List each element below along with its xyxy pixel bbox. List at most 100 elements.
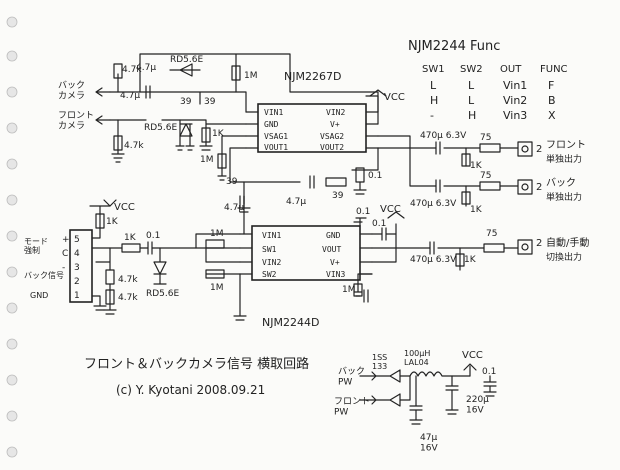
- conn-sig-4: C: [62, 249, 68, 259]
- output-3-num: 2: [536, 238, 542, 249]
- vcc-connector: VCC: [114, 202, 135, 213]
- ic-top-pin-r3: VSAG2: [320, 132, 344, 141]
- output-2-label: バック: [546, 177, 576, 189]
- r-1m-c: 1M: [210, 229, 224, 239]
- table-col-func: FUNC: [540, 64, 568, 75]
- table-r1-out: Vin1: [503, 79, 527, 92]
- conn-pin-1: 1: [74, 291, 80, 301]
- zener-rd56e-a: RD5.6E: [170, 55, 203, 65]
- title-block: フロント＆バックカメラ信号 横取回路 (c) Y. Kyotani 2008.0…: [84, 356, 309, 397]
- r-1k-out: 1K: [464, 255, 477, 265]
- table-r2-func: B: [548, 94, 556, 107]
- output-3-sub: 切換出力: [546, 251, 582, 263]
- camera-inputs: バックカメラ フロントカメラ 4.7k 4.7μ RD5.6E 1M: [58, 53, 379, 163]
- conn-sig-3: -: [62, 263, 65, 273]
- ic-bottom-pin-l1: VIN1: [262, 231, 281, 240]
- c-01-in: 0.1: [146, 231, 160, 241]
- vcc-bottom: VCC: [380, 204, 401, 215]
- ic-bottom-pin-r2: VOUT: [322, 245, 341, 254]
- bottom-ic-right: 0.1 VCC 0.1 1M: [342, 204, 405, 303]
- table-r1-func: F: [548, 79, 554, 92]
- r-47k-c: 4.7k: [118, 275, 138, 285]
- r-39-d: 39: [332, 191, 344, 201]
- vcc-power: VCC: [462, 350, 483, 361]
- ic-bottom-pin-r3: V+: [330, 258, 340, 267]
- output-3-label: 自動/手動: [546, 236, 589, 249]
- r-1k-vcc: 1K: [106, 217, 119, 227]
- ic-top-pin-l1: VIN1: [264, 108, 283, 117]
- output-2-num: 2: [536, 182, 542, 193]
- table-r3-out: Vin3: [503, 109, 527, 122]
- table-col-out: OUT: [500, 64, 522, 75]
- function-table: NJM2244 Func SW1 SW2 OUT FUNC L L Vin1 F…: [408, 39, 568, 122]
- c-01-mid: 0.1: [368, 171, 382, 181]
- r-1k-in: 1K: [124, 233, 137, 243]
- c-01-top: 0.1: [356, 207, 370, 217]
- zener-rd56e-b: RD5.6E: [144, 123, 177, 133]
- r-39-a: 39: [180, 97, 192, 107]
- c-47u-b: 4.7μ: [120, 91, 140, 101]
- output-1-sub: 単独出力: [546, 153, 582, 165]
- top-ic-vcc: VCC: [365, 89, 405, 125]
- table-r1-sw1: L: [430, 79, 437, 92]
- table-r3-sw1: -: [430, 109, 434, 122]
- table-r2-out: Vin2: [503, 94, 527, 107]
- r-39-c: 39: [226, 177, 238, 187]
- outputs: 470μ 6.3V 75 1K 2 フロント 単独出力 470μ 6.3V 75…: [371, 131, 589, 271]
- output-2-sub: 単独出力: [546, 191, 582, 203]
- r-75-c: 75: [486, 229, 497, 239]
- c-47u-d: 4.7μ: [286, 197, 306, 207]
- input-back-label: バックカメラ: [58, 80, 85, 101]
- table-r2-sw2: L: [468, 94, 475, 107]
- c-47u-a: 4.7μ: [136, 63, 156, 73]
- r-39-b: 39: [204, 97, 216, 107]
- ic-top-pin-r4: VOUT2: [320, 143, 344, 152]
- r-75-a: 75: [480, 133, 491, 143]
- r-47k-b: 4.7k: [124, 141, 144, 151]
- c-470u-c: 470μ 6.3V: [410, 255, 457, 265]
- conn-sig-5: +: [62, 235, 70, 245]
- conn-label-back: バック信号: [24, 270, 64, 280]
- binder-holes: [6, 16, 18, 458]
- ic-bottom-pin-l3: VIN2: [262, 258, 281, 267]
- middle-coupling: 39 4.7μ 1M 39 4.7μ 0.1: [200, 135, 382, 235]
- vcc-top: VCC: [384, 92, 405, 103]
- ic-njm2267d: NJM2267D VIN1 GND VSAG1 VOUT1 VIN2 V+ VS…: [245, 70, 379, 153]
- r-1m-a: 1M: [244, 71, 258, 81]
- r-1m-e: 1M: [342, 285, 356, 295]
- ic-bottom-pin-l4: SW2: [262, 270, 277, 279]
- c-47u-c: 4.7μ: [224, 203, 244, 213]
- table-r2-sw1: H: [430, 94, 438, 107]
- c-470u-b: 470μ 6.3V: [410, 199, 457, 209]
- ic-bottom-pin-r4: VIN3: [326, 270, 345, 279]
- input-front-label: フロントカメラ: [58, 111, 94, 131]
- ic-top-pin-l4: VOUT1: [264, 143, 288, 152]
- r-1k-a: 1K: [212, 129, 225, 139]
- conn-label-mode: モード強制: [24, 237, 48, 255]
- r-1m-d: 1M: [210, 283, 224, 293]
- title: フロント＆バックカメラ信号 横取回路: [84, 356, 309, 372]
- table-r3-sw2: H: [468, 109, 476, 122]
- credit: (c) Y. Kyotani 2008.09.21: [116, 383, 265, 397]
- ic-bottom-pin-r1: GND: [326, 231, 341, 240]
- output-1-num: 2: [536, 144, 542, 155]
- r-1k-b: 1K: [470, 161, 483, 171]
- connector-and-inputs: 5 4 3 2 1 + C - モード強制 バック信号 GND VCC 1K 1…: [24, 199, 247, 321]
- table-r1-sw2: L: [468, 79, 475, 92]
- r-75-b: 75: [480, 171, 491, 181]
- conn-pin-5: 5: [74, 235, 80, 245]
- ic-bottom-name: NJM2244D: [262, 316, 319, 329]
- power-bypass: 0.1: [482, 367, 496, 377]
- r-1m-b: 1M: [200, 155, 214, 165]
- zener-rd56e-c: RD5.6E: [146, 289, 179, 299]
- output-1-label: フロント: [546, 140, 586, 151]
- table-col-sw1: SW1: [422, 64, 445, 75]
